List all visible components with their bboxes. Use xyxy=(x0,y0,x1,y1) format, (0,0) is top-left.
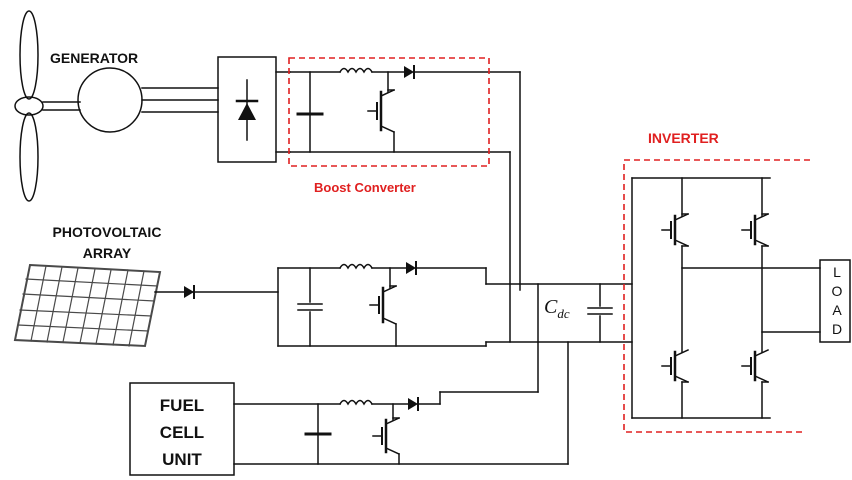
load-letter: L xyxy=(833,264,841,280)
pv-label-line1: PHOTOVOLTAIC xyxy=(52,224,162,240)
solar-panel-icon xyxy=(13,263,162,348)
pv-label-line2: ARRAY xyxy=(82,245,132,261)
fuel-cell-label-line2: CELL xyxy=(159,423,205,442)
generator-label: GENERATOR xyxy=(50,50,139,66)
cdc-subscript: dc xyxy=(557,306,570,321)
boost-converter-top xyxy=(289,65,521,153)
fuel-cell-label-line1: FUEL xyxy=(159,396,205,415)
rectifier-icon xyxy=(217,56,277,163)
boost-converter-fuel xyxy=(233,341,569,465)
load-letter: A xyxy=(832,302,842,318)
fuel-cell-label-line3: UNIT xyxy=(162,450,202,469)
generator-icon xyxy=(77,67,143,133)
load-letter: O xyxy=(831,283,843,299)
dc-link-capacitor-label: Cdc xyxy=(544,296,570,322)
pv-diode-icon xyxy=(184,285,195,299)
load-letter: D xyxy=(831,321,843,337)
fuel-cell-unit xyxy=(129,382,235,476)
boost-converter-outline xyxy=(288,57,490,167)
inverter-bridge xyxy=(631,177,821,419)
wind-turbine-icon xyxy=(14,10,81,202)
load-box xyxy=(819,259,851,343)
boost-converter-pv xyxy=(277,261,633,347)
inverter-outline xyxy=(623,159,810,433)
cdc-main: C xyxy=(544,296,558,318)
dc-link-capacitor xyxy=(537,283,613,343)
boost-converter-label: Boost Converter xyxy=(314,180,416,195)
inverter-label: INVERTER xyxy=(648,130,719,146)
